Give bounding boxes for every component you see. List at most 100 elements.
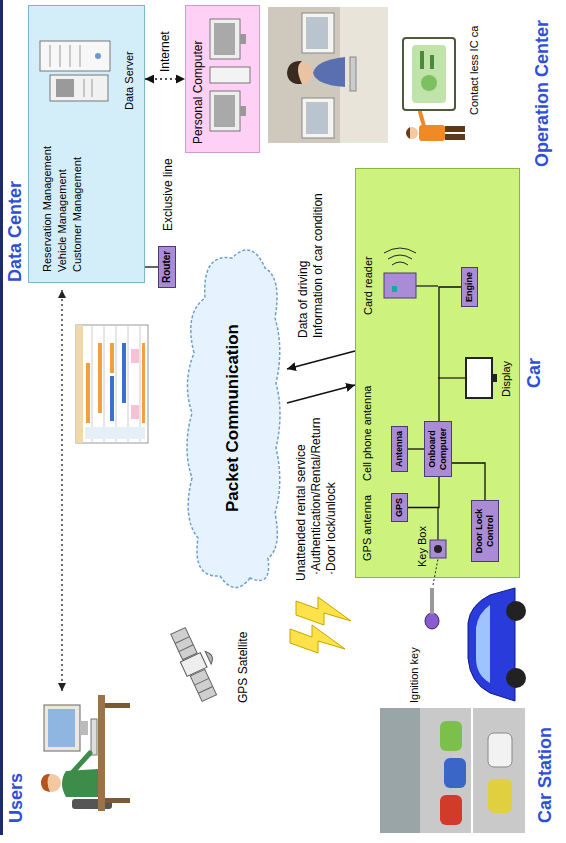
section-title: Operation Center bbox=[532, 20, 553, 167]
connector bbox=[287, 351, 355, 369]
car-station-photo bbox=[380, 708, 525, 833]
reservation-screenshot bbox=[128, 325, 129, 443]
car-parts-illustration bbox=[430, 540, 446, 558]
part-label: Contact less IC ca bbox=[468, 26, 481, 115]
radio-bolts bbox=[290, 597, 351, 653]
connector bbox=[408, 448, 424, 449]
ic-card-user bbox=[406, 127, 418, 139]
car-parts-illustration bbox=[492, 374, 497, 382]
car-parts-illustration bbox=[384, 248, 497, 558]
users-illustration bbox=[48, 709, 75, 747]
users-illustration bbox=[41, 695, 130, 811]
reservation-screenshot bbox=[110, 376, 114, 421]
ic-card-illustration bbox=[403, 38, 455, 110]
gps-satellite-illustration bbox=[179, 645, 194, 652]
ignition-key-illustration bbox=[433, 559, 438, 585]
door-lock-box: Door Lock Control bbox=[471, 500, 499, 562]
part-label: Key Box bbox=[416, 526, 429, 567]
data-center-panel: Data CenterReservation ManagementVehicle… bbox=[28, 5, 145, 283]
car-parts-illustration bbox=[434, 545, 442, 553]
car-parts-illustration bbox=[384, 273, 416, 298]
users-illustration bbox=[98, 695, 105, 811]
car-parts-illustration bbox=[416, 285, 438, 286]
reservation-screenshot bbox=[142, 343, 145, 423]
router-box: Router bbox=[158, 246, 176, 288]
car-parts-illustration bbox=[392, 262, 408, 265]
ic-card-user bbox=[445, 134, 465, 140]
personal-computer-illustration bbox=[240, 106, 246, 116]
data-server-illustration bbox=[50, 45, 51, 67]
node-text: Router bbox=[161, 251, 173, 283]
data-server-illustration bbox=[84, 79, 85, 97]
node-text: Onboard Computer bbox=[427, 426, 449, 472]
part-label: Ignition key bbox=[408, 647, 421, 703]
ic-card-user bbox=[406, 127, 410, 139]
reservation-screenshot bbox=[104, 325, 105, 443]
part-label: GPS antenna bbox=[361, 495, 374, 561]
users-illustration bbox=[41, 774, 50, 792]
gps-satellite-illustration bbox=[171, 628, 197, 660]
connector bbox=[439, 287, 461, 421]
dotted-link bbox=[61, 290, 62, 691]
service-item: ·Door lock/unlock bbox=[324, 482, 338, 575]
server-label: Data Server bbox=[123, 51, 136, 110]
users-illustration bbox=[72, 753, 90, 773]
node-text: Packet Communication bbox=[223, 324, 243, 512]
blue-car-illustration bbox=[476, 605, 490, 683]
car-station-photo bbox=[471, 708, 473, 833]
operation-center-photo bbox=[350, 57, 356, 91]
data-server-illustration bbox=[40, 41, 110, 101]
users-illustration bbox=[91, 719, 97, 755]
personal-computer-illustration bbox=[210, 19, 250, 131]
ic-card-user bbox=[420, 112, 424, 126]
operation-center-photo bbox=[340, 7, 388, 143]
cloud-shape bbox=[187, 250, 280, 588]
data-server-illustration bbox=[70, 45, 71, 67]
personal-computer-illustration bbox=[210, 67, 250, 83]
part-label: Display bbox=[500, 361, 513, 397]
blue-car-illustration bbox=[506, 668, 526, 688]
reservation-screenshot bbox=[140, 325, 141, 443]
gps-satellite-illustration bbox=[190, 669, 216, 701]
car-station-photo bbox=[440, 721, 462, 751]
blue-car-illustration bbox=[468, 588, 515, 701]
service-item: ·Authentication/Rental/Return bbox=[309, 418, 323, 575]
car-station-photo bbox=[380, 708, 525, 833]
data-server-illustration bbox=[92, 79, 93, 97]
operation-center-photo bbox=[302, 98, 334, 138]
satellite-label: GPS Satellite bbox=[236, 632, 250, 703]
engine-box: Engine bbox=[461, 267, 478, 307]
data-server-illustration bbox=[40, 41, 110, 71]
operation-center-photo bbox=[268, 7, 388, 143]
car-station-photo bbox=[488, 733, 512, 767]
blue-car-illustration bbox=[468, 588, 526, 701]
node-text: Door Lock Control bbox=[474, 505, 496, 557]
line-label: Exclusive line bbox=[161, 158, 175, 231]
car-station-photo bbox=[440, 795, 462, 825]
panel-fill bbox=[355, 168, 520, 578]
connector-label: Internet bbox=[158, 29, 172, 74]
radio-bolts bbox=[296, 597, 351, 625]
panel-fill bbox=[185, 5, 260, 153]
ic-card-illustration bbox=[420, 51, 424, 69]
reservation-screenshot bbox=[122, 343, 126, 403]
personal-computer-illustration bbox=[214, 23, 235, 55]
antenna-box: Antenna bbox=[391, 426, 408, 472]
data-server-illustration bbox=[50, 75, 108, 101]
reservation-screenshot bbox=[76, 325, 83, 443]
function-text: Vehicle Management bbox=[56, 169, 69, 272]
data-server-illustration bbox=[56, 79, 74, 97]
node-text: Antenna bbox=[394, 431, 405, 467]
onboard-computer-box: Onboard Computer bbox=[424, 421, 452, 477]
users-illustration bbox=[62, 769, 98, 797]
personal-computer-illustration bbox=[240, 34, 246, 44]
users-illustration bbox=[44, 705, 80, 751]
car-parts-illustration bbox=[392, 286, 397, 292]
users-illustration bbox=[105, 703, 130, 708]
connector bbox=[145, 78, 185, 79]
gps-satellite-illustration bbox=[205, 650, 215, 664]
gps-satellite-illustration bbox=[194, 678, 209, 685]
operation-center-photo bbox=[268, 7, 388, 143]
